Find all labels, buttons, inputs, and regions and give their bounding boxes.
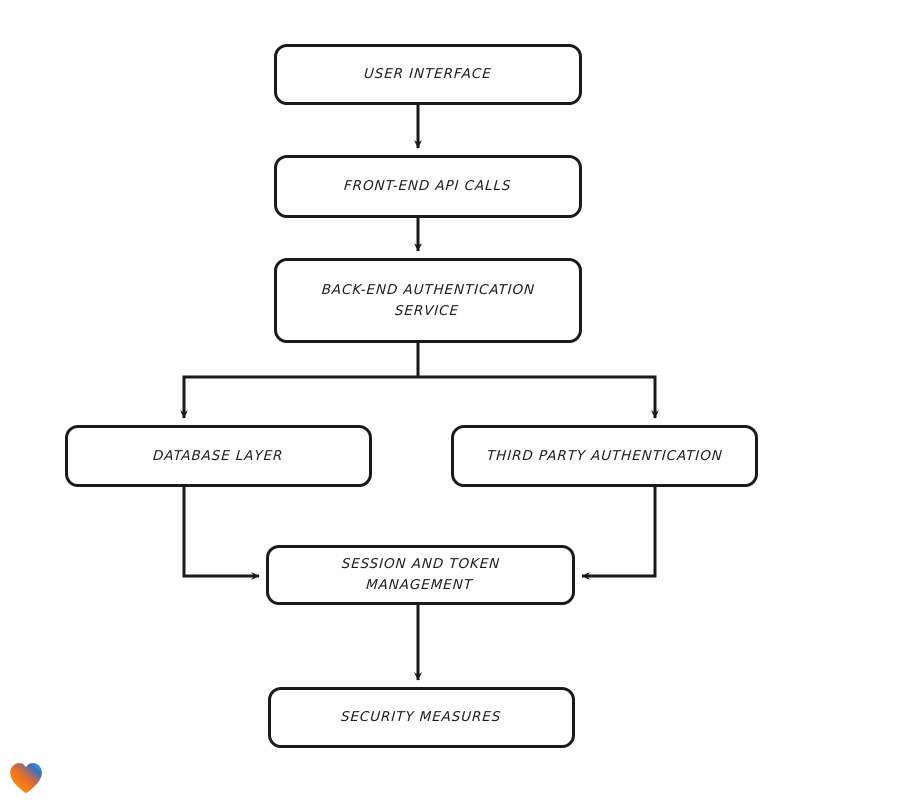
edge-thirdparty-to-session [581,487,657,580]
edge-backend-to-database [180,343,420,419]
node-session-and-token-management[interactable]: SESSION AND TOKEN MANAGEMENT [266,545,575,605]
node-label-user-interface: USER INTERFACE [363,66,493,83]
node-front-end-api-calls[interactable]: FRONT-END API CALLS [274,155,582,218]
node-label-third-party-authentication: THIRD PARTY AUTHENTICATION [486,447,723,464]
node-label-session-and-token-management: SESSION AND TOKEN MANAGEMENT [341,556,502,593]
node-label-front-end-api-calls: FRONT-END API CALLS [343,178,513,195]
node-security-measures[interactable]: SECURITY MEASURES [268,687,575,748]
node-label-security-measures: SECURITY MEASURES [340,709,503,726]
node-third-party-authentication[interactable]: THIRD PARTY AUTHENTICATION [451,425,758,487]
edge-backend-to-thirdparty [416,343,659,419]
node-database-layer[interactable]: DATABASE LAYER [65,425,372,487]
heart-icon [10,763,42,794]
node-label-database-layer: DATABASE LAYER [152,447,285,464]
node-back-end-authentication-service[interactable]: BACK-END AUTHENTICATION SERVICE [274,258,582,343]
node-label-back-end-authentication-service: BACK-END AUTHENTICATION SERVICE [321,281,536,319]
edge-database-to-session [182,487,260,580]
node-user-interface[interactable]: USER INTERFACE [274,44,582,105]
